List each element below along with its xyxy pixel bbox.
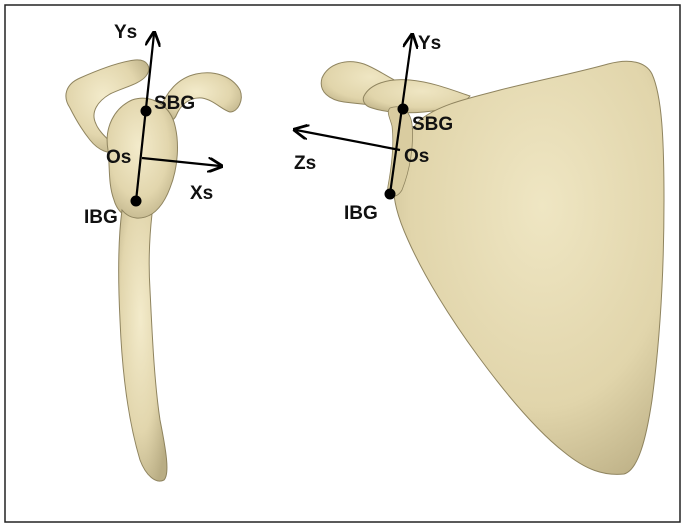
sbg-point-right	[398, 104, 409, 115]
ys-label-left: Ys	[114, 22, 137, 43]
zs-label: Zs	[294, 153, 316, 174]
ibg-point-right	[385, 189, 396, 200]
sbg-label-left: SBG	[154, 93, 195, 114]
ibg-label-right: IBG	[344, 203, 378, 224]
ibg-label-left: IBG	[84, 207, 118, 228]
sbg-label-right: SBG	[412, 114, 453, 135]
os-label-left: Os	[106, 147, 131, 168]
ibg-point-left	[131, 196, 142, 207]
sbg-point-left	[141, 106, 152, 117]
xs-label: Xs	[190, 183, 213, 204]
ys-label-right: Ys	[418, 33, 441, 54]
os-label-right: Os	[404, 146, 429, 167]
